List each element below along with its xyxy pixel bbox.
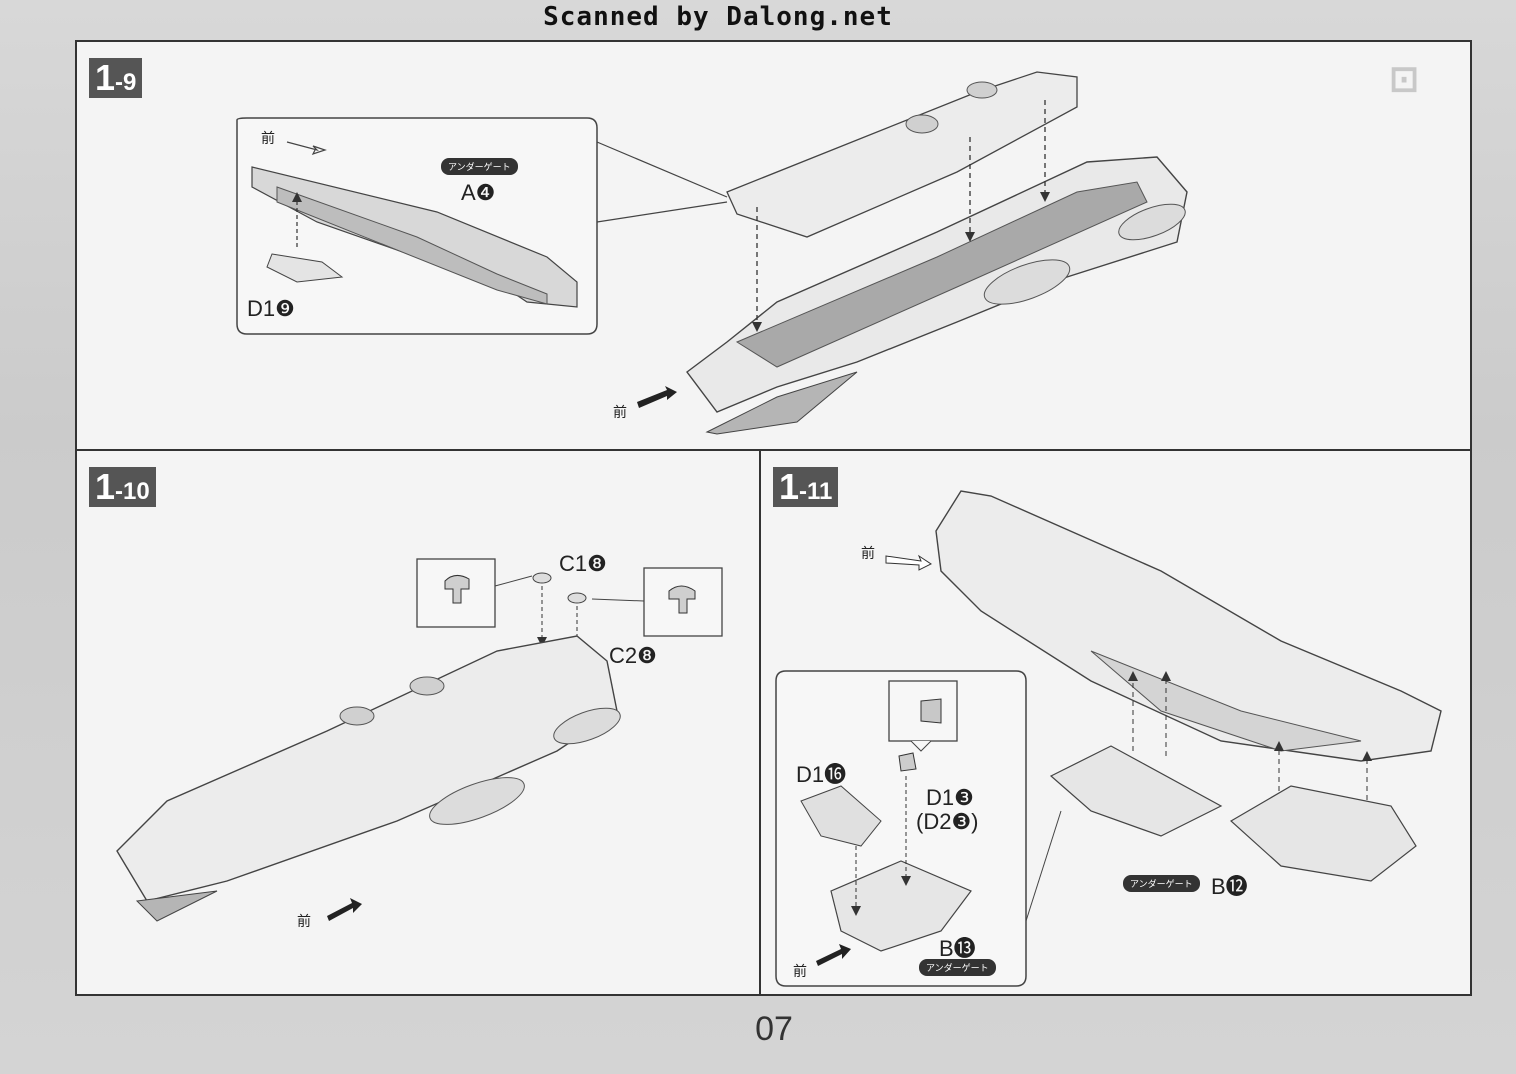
panel-step-1-11: 1-11 前 D1⓰ D1❸ (D2❸) B⓭ アンダーゲート アンダーゲート … xyxy=(759,449,1472,996)
part-c1-8-label: C1❽ xyxy=(559,551,607,576)
part-d2-3-label: (D2❸) xyxy=(916,809,979,834)
step-number-1-11: 1-11 xyxy=(773,467,839,507)
scan-credit: Scanned by Dalong.net xyxy=(543,2,893,32)
step-number-1-9: 1-9 xyxy=(89,58,143,98)
under-gate-badge: アンダーゲート xyxy=(441,158,518,175)
under-gate-badge-b13: アンダーゲート xyxy=(919,959,996,976)
step-1-9-illustration xyxy=(236,71,1188,435)
bleed-through-mark: ⊡ xyxy=(1389,58,1420,99)
part-d1-16-label: D1⓰ xyxy=(796,762,847,787)
part-a4-label: A❹ xyxy=(461,180,496,205)
inset-front-label: 前 xyxy=(261,130,275,146)
step-1-10-illustration xyxy=(116,558,723,922)
panel-step-1-9: ⊡ 1-9 前 アンダーゲート A❹ xyxy=(75,40,1472,451)
page-number: 07 xyxy=(755,1010,793,1048)
panel-step-1-10: 1-10 C1❽ C2❽ 前 xyxy=(75,449,761,996)
front-direction-label: 前 xyxy=(613,404,627,420)
under-gate-badge-b12: アンダーゲート xyxy=(1123,875,1200,892)
front-direction-label: 前 xyxy=(297,913,311,929)
step-number-1-10: 1-10 xyxy=(89,467,156,507)
part-d1-9-label: D1❾ xyxy=(247,296,295,321)
inset-front-label: 前 xyxy=(793,963,807,979)
part-b13-label: B⓭ xyxy=(939,936,976,961)
part-d1-3-label: D1❸ xyxy=(926,785,974,810)
part-c2-8-label: C2❽ xyxy=(609,643,657,668)
front-direction-label: 前 xyxy=(861,545,875,561)
part-b12-label: B⓬ xyxy=(1211,874,1248,899)
step-1-11-illustration xyxy=(775,490,1442,987)
